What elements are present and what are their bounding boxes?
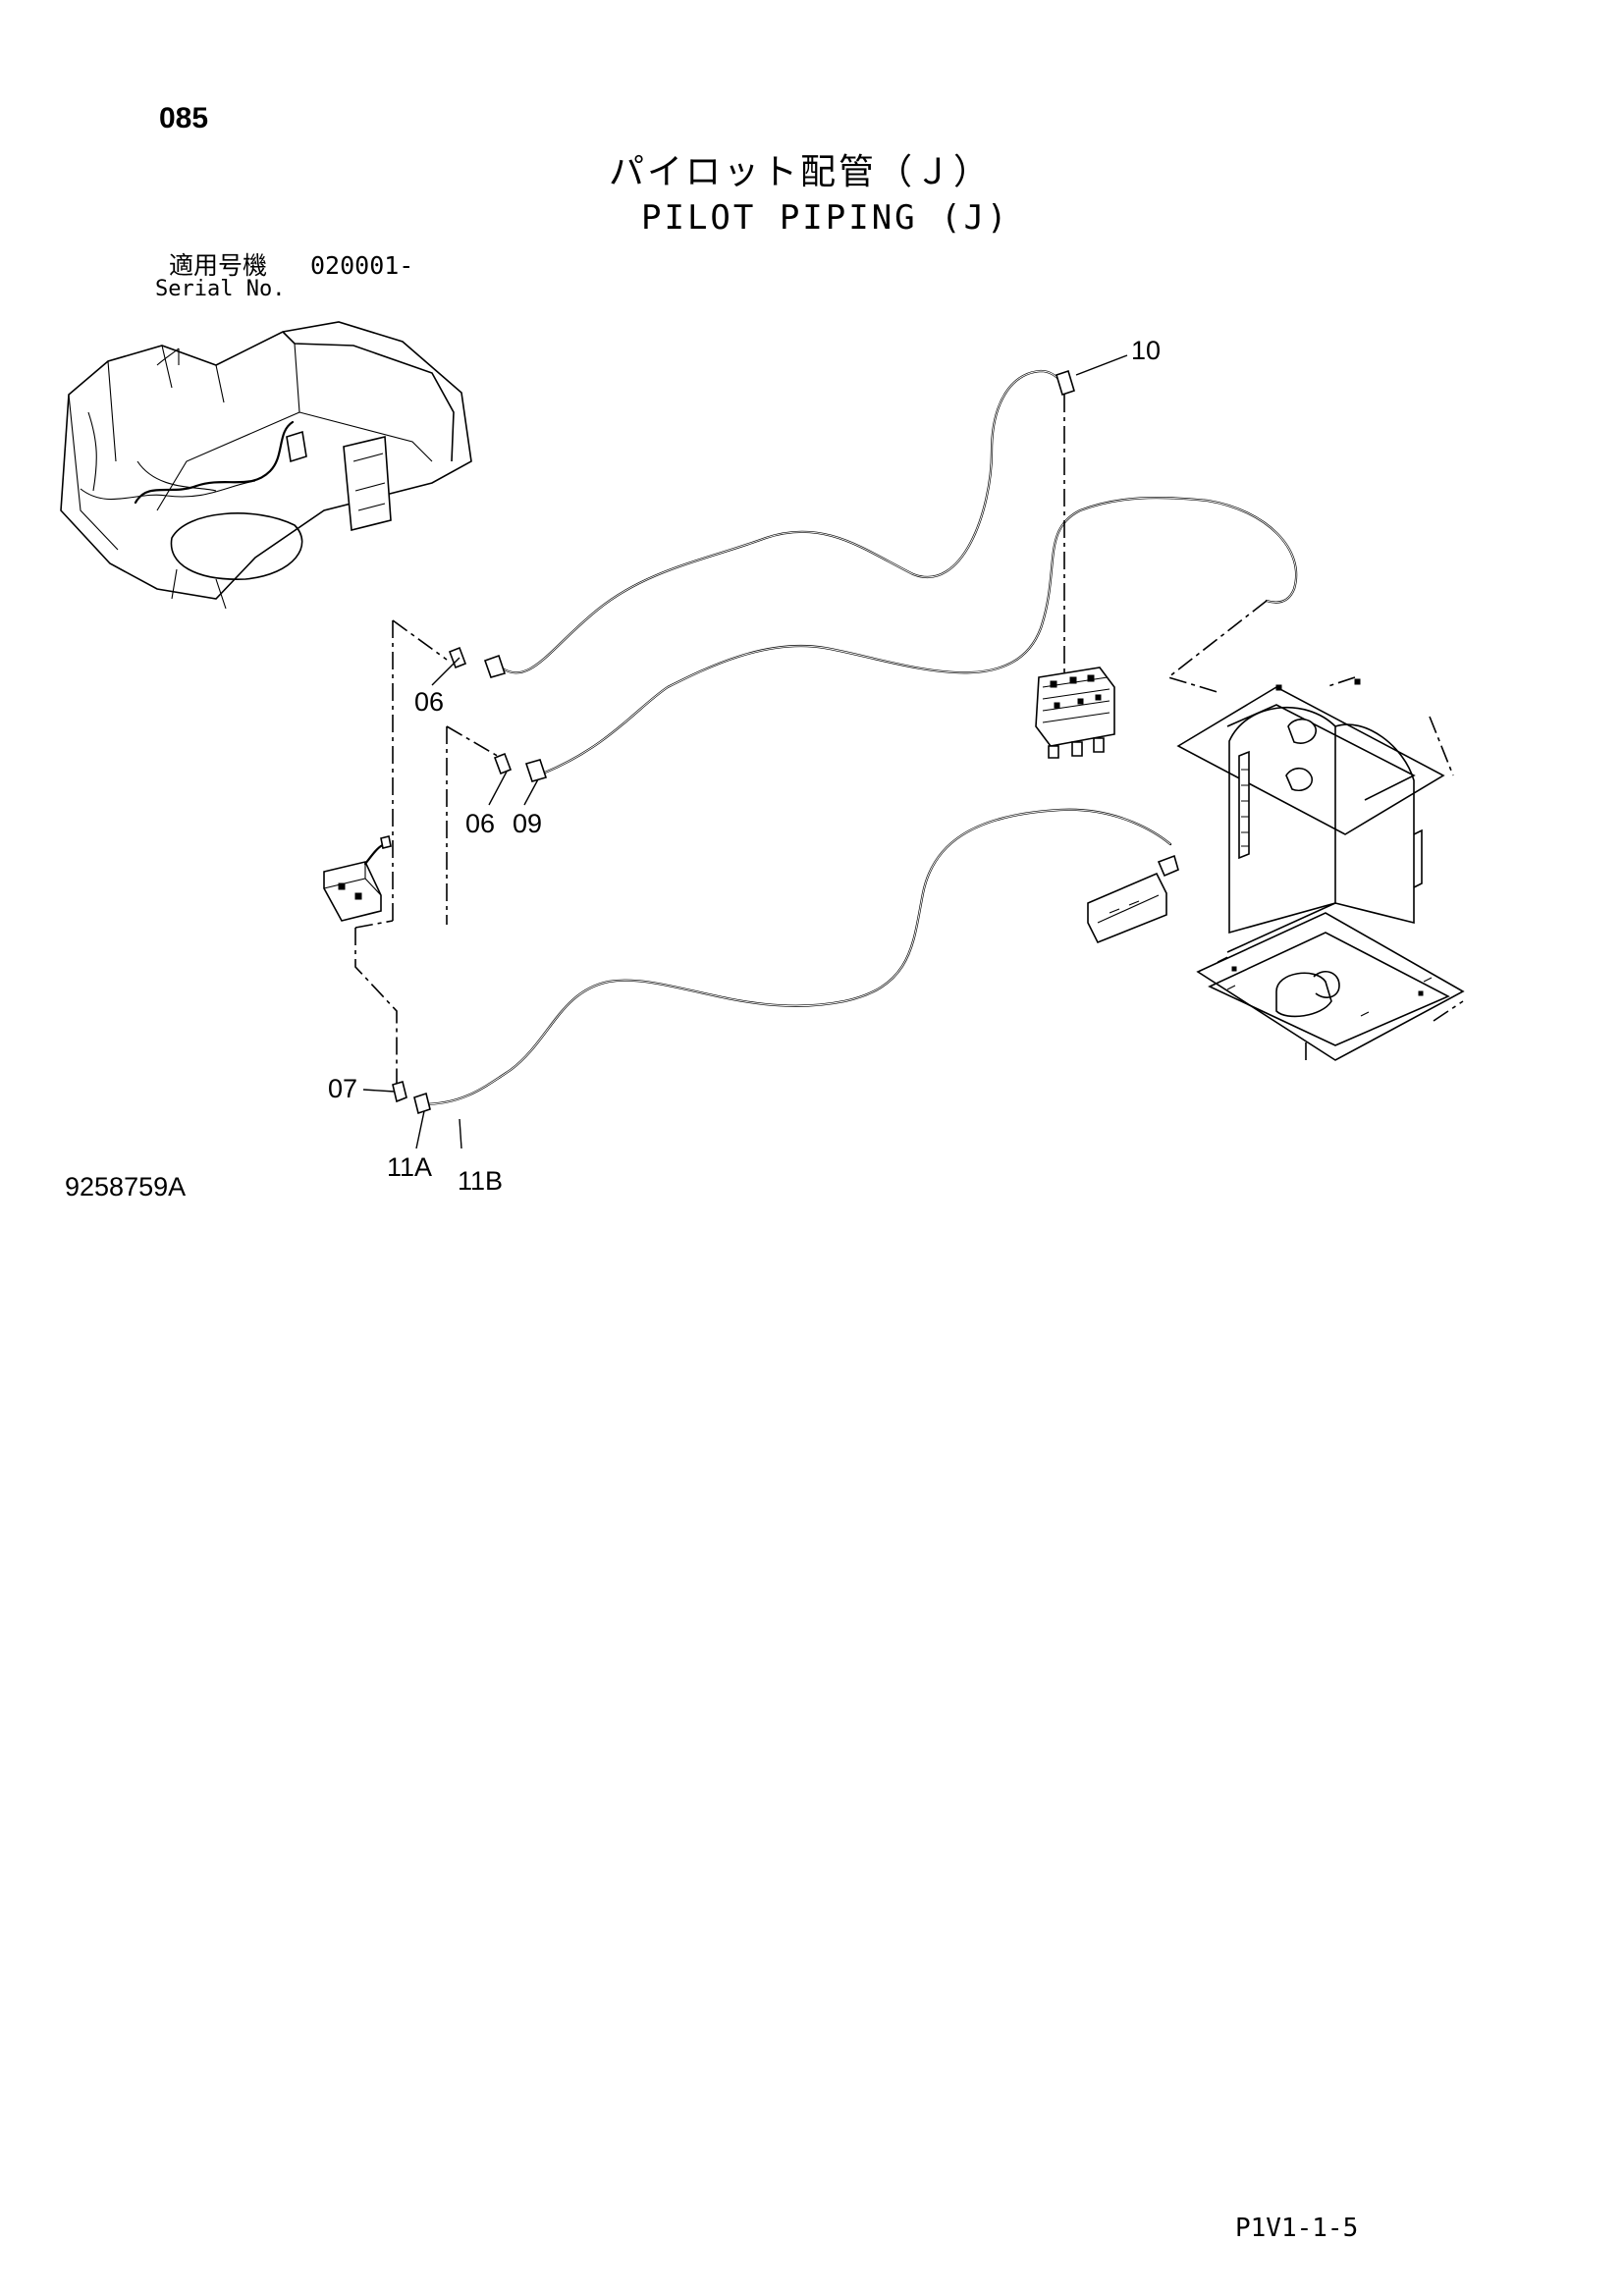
drawing-number: 9258759A	[65, 1172, 187, 1201]
connection-leaders	[354, 600, 1268, 1085]
pilot-valve-block-icon	[1035, 667, 1115, 759]
fitting-06-upper	[448, 646, 507, 678]
fitting-09	[524, 759, 548, 782]
fitting-07	[392, 1080, 431, 1115]
callout-10: 10	[1131, 336, 1162, 365]
fitting-06-lower	[493, 752, 513, 775]
callout-09: 09	[513, 809, 543, 838]
pilot-hose-middle	[543, 496, 1298, 774]
serial-label-japanese: 適用号機	[169, 251, 268, 280]
pilot-hose-lower	[420, 808, 1172, 1106]
callout-11b: 11B	[458, 1166, 504, 1196]
pilot-hose-upper	[499, 369, 1064, 674]
callout-06-upper: 06	[414, 687, 445, 717]
page-number: 085	[159, 102, 209, 134]
page-title-japanese: パイロット配管（Ｊ）	[609, 152, 993, 192]
fitting-10	[1056, 369, 1075, 677]
callout-06-lower: 06	[465, 809, 496, 838]
serial-label-english: Serial No.	[155, 277, 286, 301]
callout-11a: 11A	[387, 1152, 433, 1182]
machine-overview-icon	[60, 321, 472, 610]
cab-floor-assembly-icon	[1176, 676, 1465, 1061]
serial-range: 020001-	[310, 251, 414, 280]
callout-07: 07	[328, 1074, 358, 1103]
page-title-english: PILOT PIPING (J)	[641, 198, 1010, 238]
sheet-code: P1V1-1-5	[1235, 2214, 1359, 2243]
callout-leader-lines	[362, 354, 1128, 1149]
lever-box-icon	[1087, 854, 1179, 944]
pilot-switch-valve-icon	[323, 835, 392, 922]
